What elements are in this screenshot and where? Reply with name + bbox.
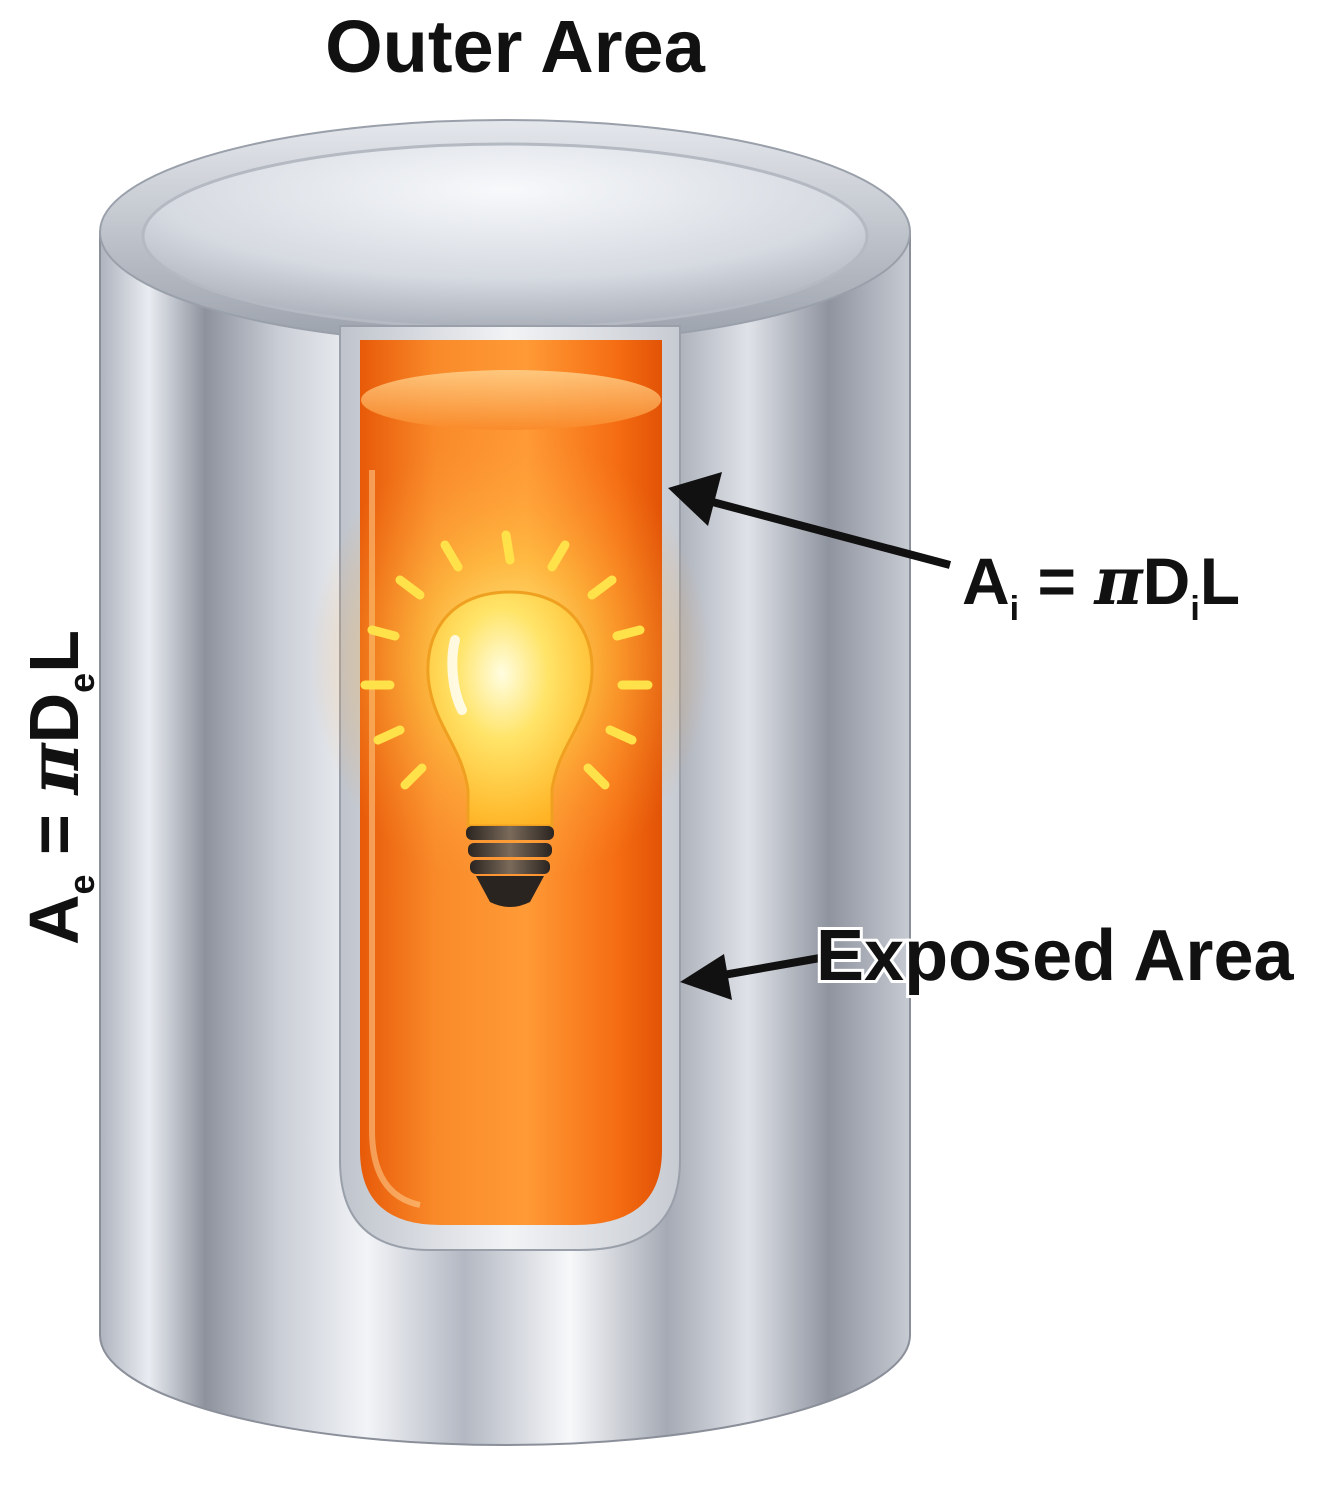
outer-area-label: Outer Area: [325, 5, 706, 88]
exposed-area-label: Exposed Area: [816, 916, 1294, 996]
inner-area-formula: Ai = πDiL: [962, 542, 1240, 628]
bulb-rays: [360, 530, 653, 790]
arrow-left-icon: [668, 472, 952, 569]
fluid-surface: [361, 370, 661, 430]
outer-area-formula: Ae = πDeL: [12, 630, 102, 945]
cylinder-opening: [141, 142, 869, 330]
light-bulb-icon: [426, 590, 594, 907]
arrow-left-icon: [680, 954, 821, 1000]
fluid-highlight: [369, 470, 421, 1208]
